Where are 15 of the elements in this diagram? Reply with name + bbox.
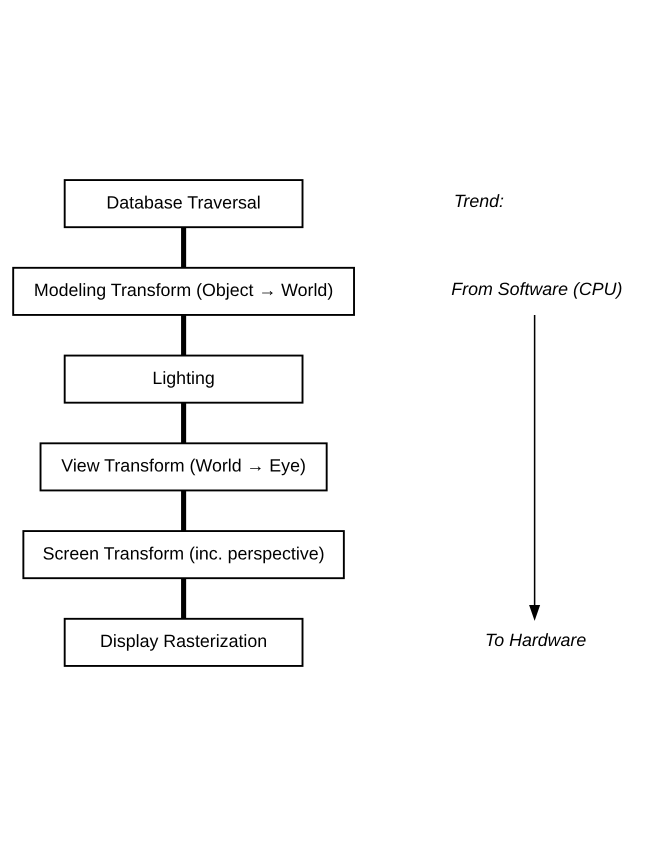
connector <box>181 578 186 618</box>
node-box: View Transform (World → Eye) <box>40 442 328 491</box>
connector <box>181 490 186 530</box>
node-box: Lighting <box>64 354 304 404</box>
node-box: Modeling Transform (Object → World) <box>12 266 355 316</box>
node-box: Display Rasterization <box>64 617 304 666</box>
connector <box>181 314 186 355</box>
connector <box>181 402 186 443</box>
label: Trend: <box>454 190 504 211</box>
connector <box>181 226 186 268</box>
node-text: To Hardware <box>485 629 586 650</box>
node-box: Database Traversal <box>64 178 304 228</box>
node-box: Screen Transform (inc. perspective) <box>22 530 345 579</box>
node-text: From Software (CPU) <box>451 278 622 298</box>
arrow <box>529 314 540 620</box>
